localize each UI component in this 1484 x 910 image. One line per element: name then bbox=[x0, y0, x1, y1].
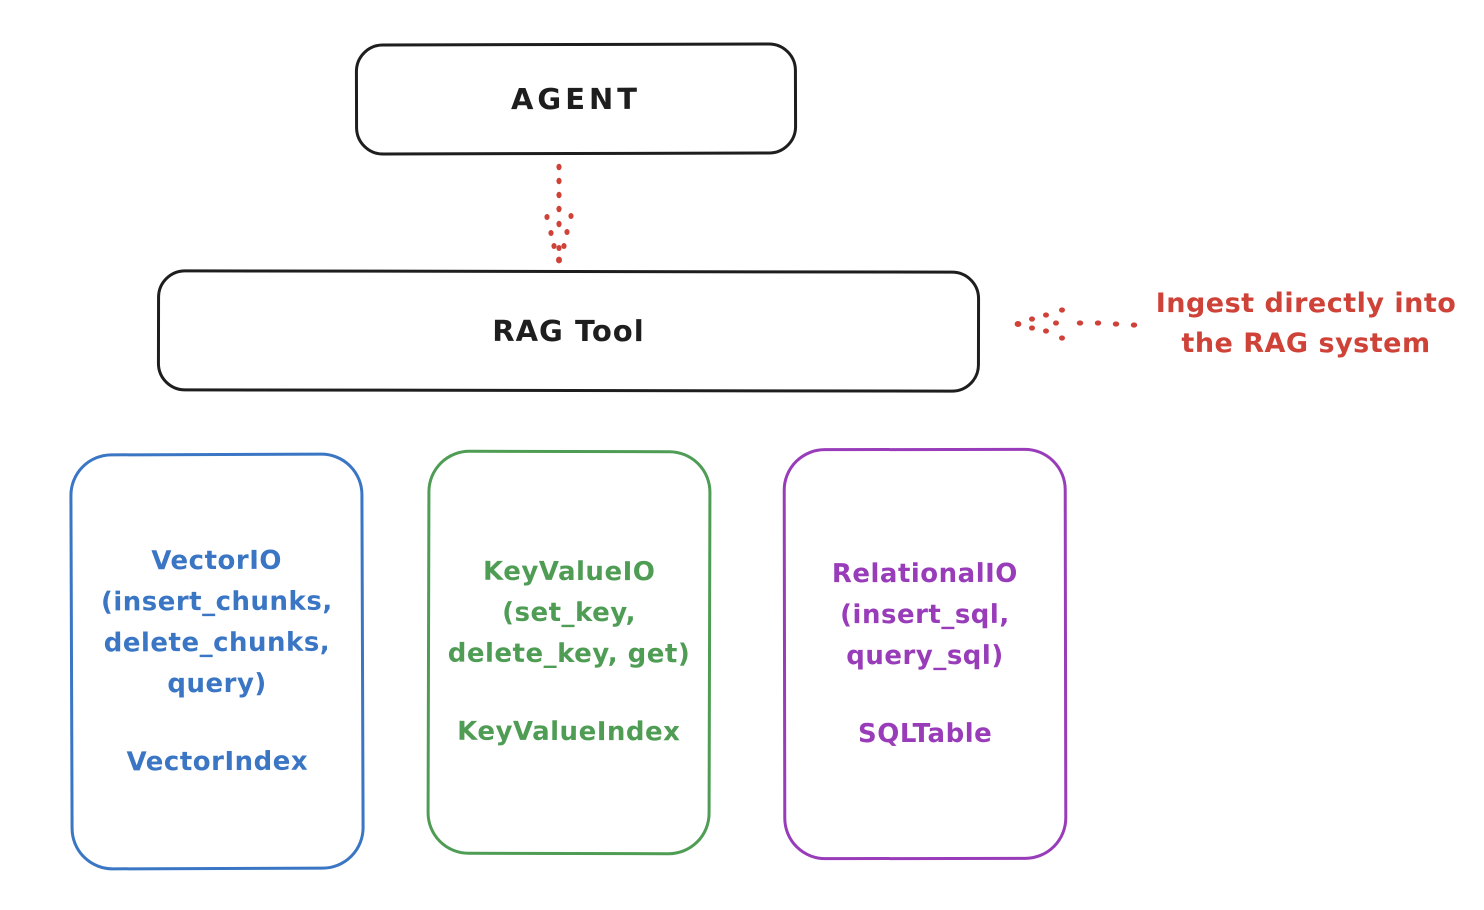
box-text-line: delete_key, get) bbox=[447, 638, 691, 670]
annotation-ingest-note: Ingest directly into the RAG system bbox=[1138, 284, 1474, 364]
vector-io-functions: VectorIO (insert_chunks, delete_chunks,que… bbox=[101, 540, 333, 705]
vector-io-node: VectorIO (insert_chunks, delete_chunks,que… bbox=[69, 452, 365, 871]
box-text-line: query_sql) bbox=[846, 640, 1004, 671]
relational-io-node: RelationalIO (insert_sql, query_sql) SQLTa… bbox=[782, 447, 1068, 861]
keyvalue-io-functions: KeyValueIO (set_key, delete_key, get) bbox=[448, 552, 691, 676]
relational-io-functions: RelationalIO (insert_sql, query_sql) bbox=[832, 553, 1018, 676]
annotation-line-2: the RAG system bbox=[1181, 328, 1431, 359]
annotation-line-1: Ingest directly into bbox=[1155, 288, 1457, 319]
sql-table-label: SQLTable bbox=[858, 718, 993, 749]
box-text-line: (insert_sql, bbox=[840, 599, 1010, 630]
box-text-line: (insert_chunks, bbox=[100, 586, 333, 617]
vector-index-label: VectorIndex bbox=[126, 746, 309, 777]
keyvalue-index-label: KeyValueIndex bbox=[457, 716, 681, 748]
box-text-line: KeyValueIO bbox=[482, 556, 656, 588]
agent-label: AGENT bbox=[510, 81, 642, 117]
dotted-arrow-left-icon bbox=[1014, 307, 1138, 341]
agent-node: AGENT bbox=[354, 42, 798, 156]
rag-tool-node: RAG Tool bbox=[156, 269, 981, 393]
box-text-line: RelationalIO bbox=[831, 558, 1018, 589]
box-text-line: (set_key, bbox=[502, 597, 637, 629]
box-text-line: delete_chunks, bbox=[103, 627, 331, 658]
box-text-line: VectorIO bbox=[151, 545, 283, 576]
rag-tool-label: RAG Tool bbox=[492, 313, 645, 349]
dotted-arrow-down-icon bbox=[544, 163, 574, 264]
box-text-line: query) bbox=[167, 668, 267, 699]
keyvalue-io-node: KeyValueIO (set_key, delete_key, get) KeyV… bbox=[426, 449, 712, 856]
